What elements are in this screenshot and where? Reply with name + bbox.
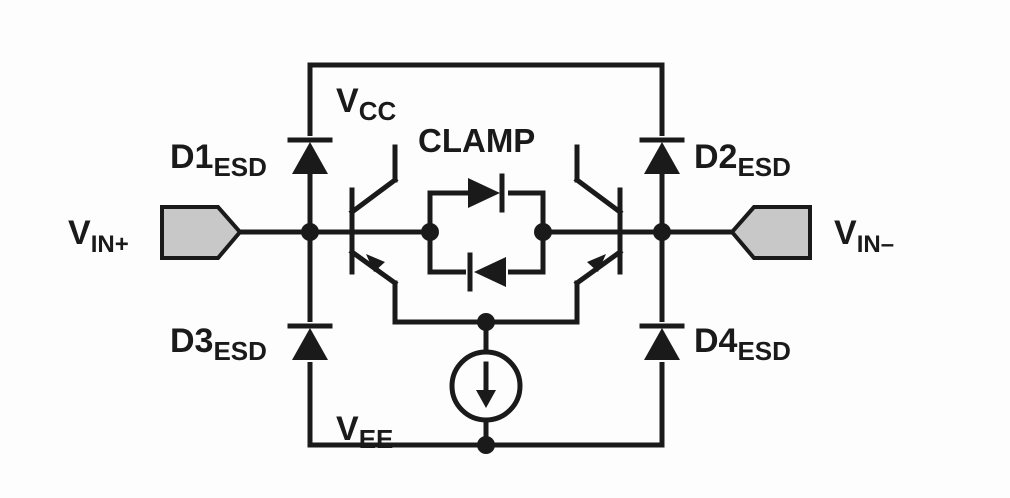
d4-label: D4ESD [694,322,791,366]
clamp-label: CLAMP [418,122,535,159]
power-rails [307,62,665,448]
d2-triangle [644,142,680,174]
vin-minus-pad [729,205,812,260]
d1-label: D1ESD [170,138,267,182]
junction-dots [301,223,671,454]
d4-triangle [644,328,680,360]
clamp-diode-bottom [474,257,506,287]
tail-current-source [392,319,580,448]
clamp-diodes [427,173,546,292]
vee-label: VEE [336,410,393,454]
vin-plus-pad [160,205,243,260]
diode-d4 [639,322,685,362]
input-pad-plus [160,205,313,260]
d3-label: D3ESD [170,322,267,366]
left-emitter-arrow [366,254,385,272]
diode-d2 [639,136,685,174]
right-collector-leg [573,176,624,216]
current-arrow-icon [476,390,496,408]
diode-d3 [287,322,333,362]
left-collector-leg [348,176,399,216]
d1-triangle [292,142,328,174]
transistor-right [540,144,665,325]
diode-d1 [287,136,333,174]
d2-label: D2ESD [694,138,791,182]
vin-minus-label: VIN– [834,214,894,258]
clamp-diode-top [468,178,500,208]
vin-plus-label: VIN+ [68,214,129,258]
d3-triangle [292,328,328,360]
input-pad-minus [659,205,812,260]
vcc-label: VCC [336,82,396,126]
right-emitter-arrow [587,254,606,272]
